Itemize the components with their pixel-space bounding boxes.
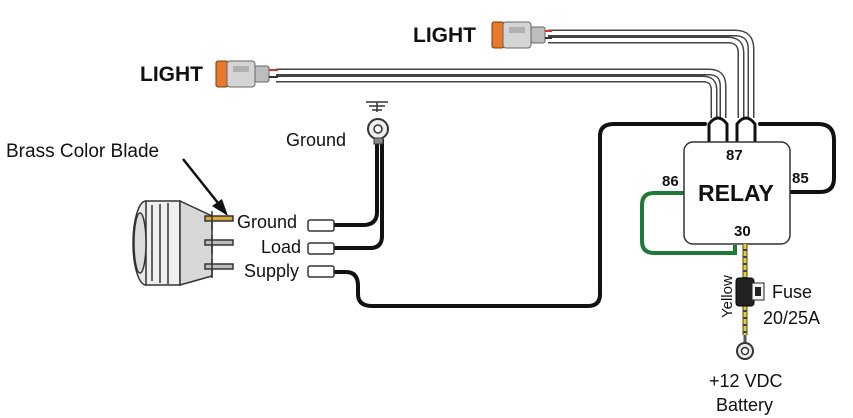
ground-symbol-icon <box>366 101 388 112</box>
battery-label: Battery <box>716 395 773 415</box>
light-label-top: LIGHT <box>413 24 476 47</box>
rocker-switch <box>132 199 234 286</box>
ground-post-label: Ground <box>286 130 346 150</box>
relay-body <box>683 141 791 245</box>
relay-pin-87: 87 <box>726 147 743 164</box>
light-harness-mid <box>276 68 727 118</box>
relay-85-wire <box>758 122 836 194</box>
yellow-wire-label: Yellow <box>719 275 736 318</box>
fuse-rating-label: 20/25A <box>763 308 820 328</box>
relay-87-loops <box>707 116 757 142</box>
fuse-holder <box>735 277 765 307</box>
ground-ring-terminal <box>367 118 389 145</box>
light-label-mid: LIGHT <box>140 63 203 86</box>
battery-terminal <box>736 335 754 360</box>
light-harness-top <box>548 29 755 118</box>
switch-ground-label: Ground <box>237 212 297 232</box>
battery-voltage-label: +12 VDC <box>709 371 783 391</box>
relay-86-wire <box>640 191 737 255</box>
black-wires <box>332 122 836 308</box>
switch-supply-label: Supply <box>244 261 299 281</box>
brass-pointer-arrow-icon <box>182 158 228 216</box>
supply-wire <box>332 122 707 308</box>
relay-pin-86: 86 <box>662 173 679 190</box>
brass-blade-label: Brass Color Blade <box>6 141 159 162</box>
fuse-label: Fuse <box>772 282 812 302</box>
switch-load-label: Load <box>261 237 301 257</box>
light-connector-top <box>491 21 552 49</box>
spade-terminals <box>307 219 335 278</box>
relay-pin-30: 30 <box>734 223 751 240</box>
relay-pin-85: 85 <box>792 170 809 187</box>
light-connector-mid <box>215 60 278 88</box>
relay-label: RELAY <box>698 180 774 206</box>
load-wire <box>332 138 384 250</box>
ground-wire <box>332 138 379 227</box>
